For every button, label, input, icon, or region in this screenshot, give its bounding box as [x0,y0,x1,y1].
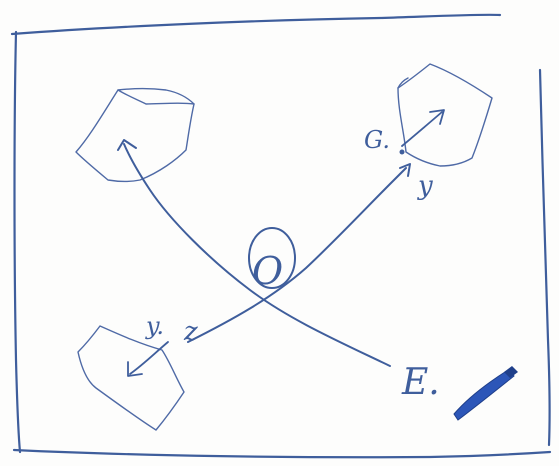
rect-top-right-arrow [401,109,445,147]
origin-circle [248,227,296,289]
rect-bottom-left-arrow [127,341,169,377]
rect-bottom-left [77,325,185,431]
label-top-right: G. [364,126,390,154]
rect-top-right [397,63,493,167]
label-origin: O [252,249,283,293]
label-bottom-right: E. [401,362,440,403]
top-right-dot [399,149,405,155]
rect-top-left [75,87,195,183]
label-top-right-arrow-tip: y [417,171,433,201]
label-bottom-left: y. [145,312,164,340]
pen-icon [453,366,518,421]
arrow-e-to-top-left[interactable] [117,139,391,367]
arrow-z-to-top-right[interactable] [187,163,411,343]
label-bottom-left-hook: z [183,317,198,347]
outer-frame [10,13,552,459]
